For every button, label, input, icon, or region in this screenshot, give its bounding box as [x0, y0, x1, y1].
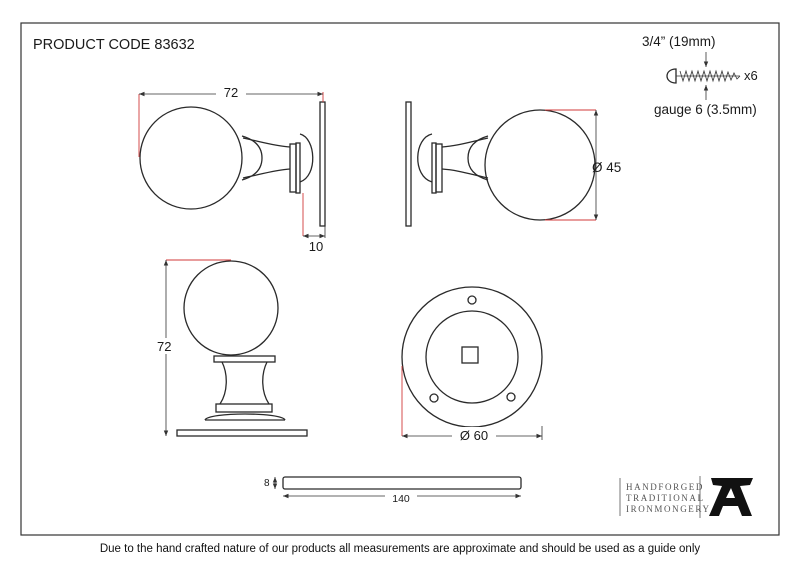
front-height-label: 72 — [157, 339, 171, 354]
brand-line-3: IRONMONGERY — [626, 504, 711, 514]
side-length-label: 72 — [224, 85, 238, 100]
side-view-knob — [139, 101, 326, 227]
dimension-front-height: 72 — [157, 259, 231, 436]
brand-line-2: TRADITIONAL — [626, 493, 705, 503]
screw-length-label: 3/4” (19mm) — [642, 34, 716, 49]
product-code: PRODUCT CODE 83632 — [33, 37, 195, 53]
dimension-side-length: 72 — [138, 84, 324, 157]
screw-gauge-label: gauge 6 (3.5mm) — [654, 102, 757, 117]
spindle — [282, 476, 522, 490]
knob-diameter-label: Ø 45 — [592, 160, 621, 175]
anvil-a-icon — [709, 478, 753, 516]
screw-icon — [666, 52, 741, 100]
rose-diameter-label: Ø 60 — [460, 428, 488, 443]
screw-quantity-label: x6 — [744, 68, 758, 83]
spindle-length-label: 140 — [392, 493, 410, 505]
drawing-border — [20, 22, 780, 536]
rose-thickness-label: 10 — [309, 239, 323, 254]
dimension-rose-diameter: Ø 60 — [401, 366, 543, 443]
footer-disclaimer: Due to the hand crafted nature of our pr… — [99, 543, 701, 555]
side-view-knob-mirrored — [405, 101, 596, 227]
rose-back-view — [401, 286, 543, 428]
spindle-thickness-label: 8 — [264, 478, 270, 489]
dimension-rose-thickness: 10 — [302, 193, 326, 254]
dimension-knob-diameter: Ø 45 — [545, 109, 621, 221]
brand-line-1: HANDFORGED — [626, 482, 704, 492]
dimension-spindle: 140 8 — [264, 477, 521, 505]
front-view-knob — [176, 260, 308, 437]
